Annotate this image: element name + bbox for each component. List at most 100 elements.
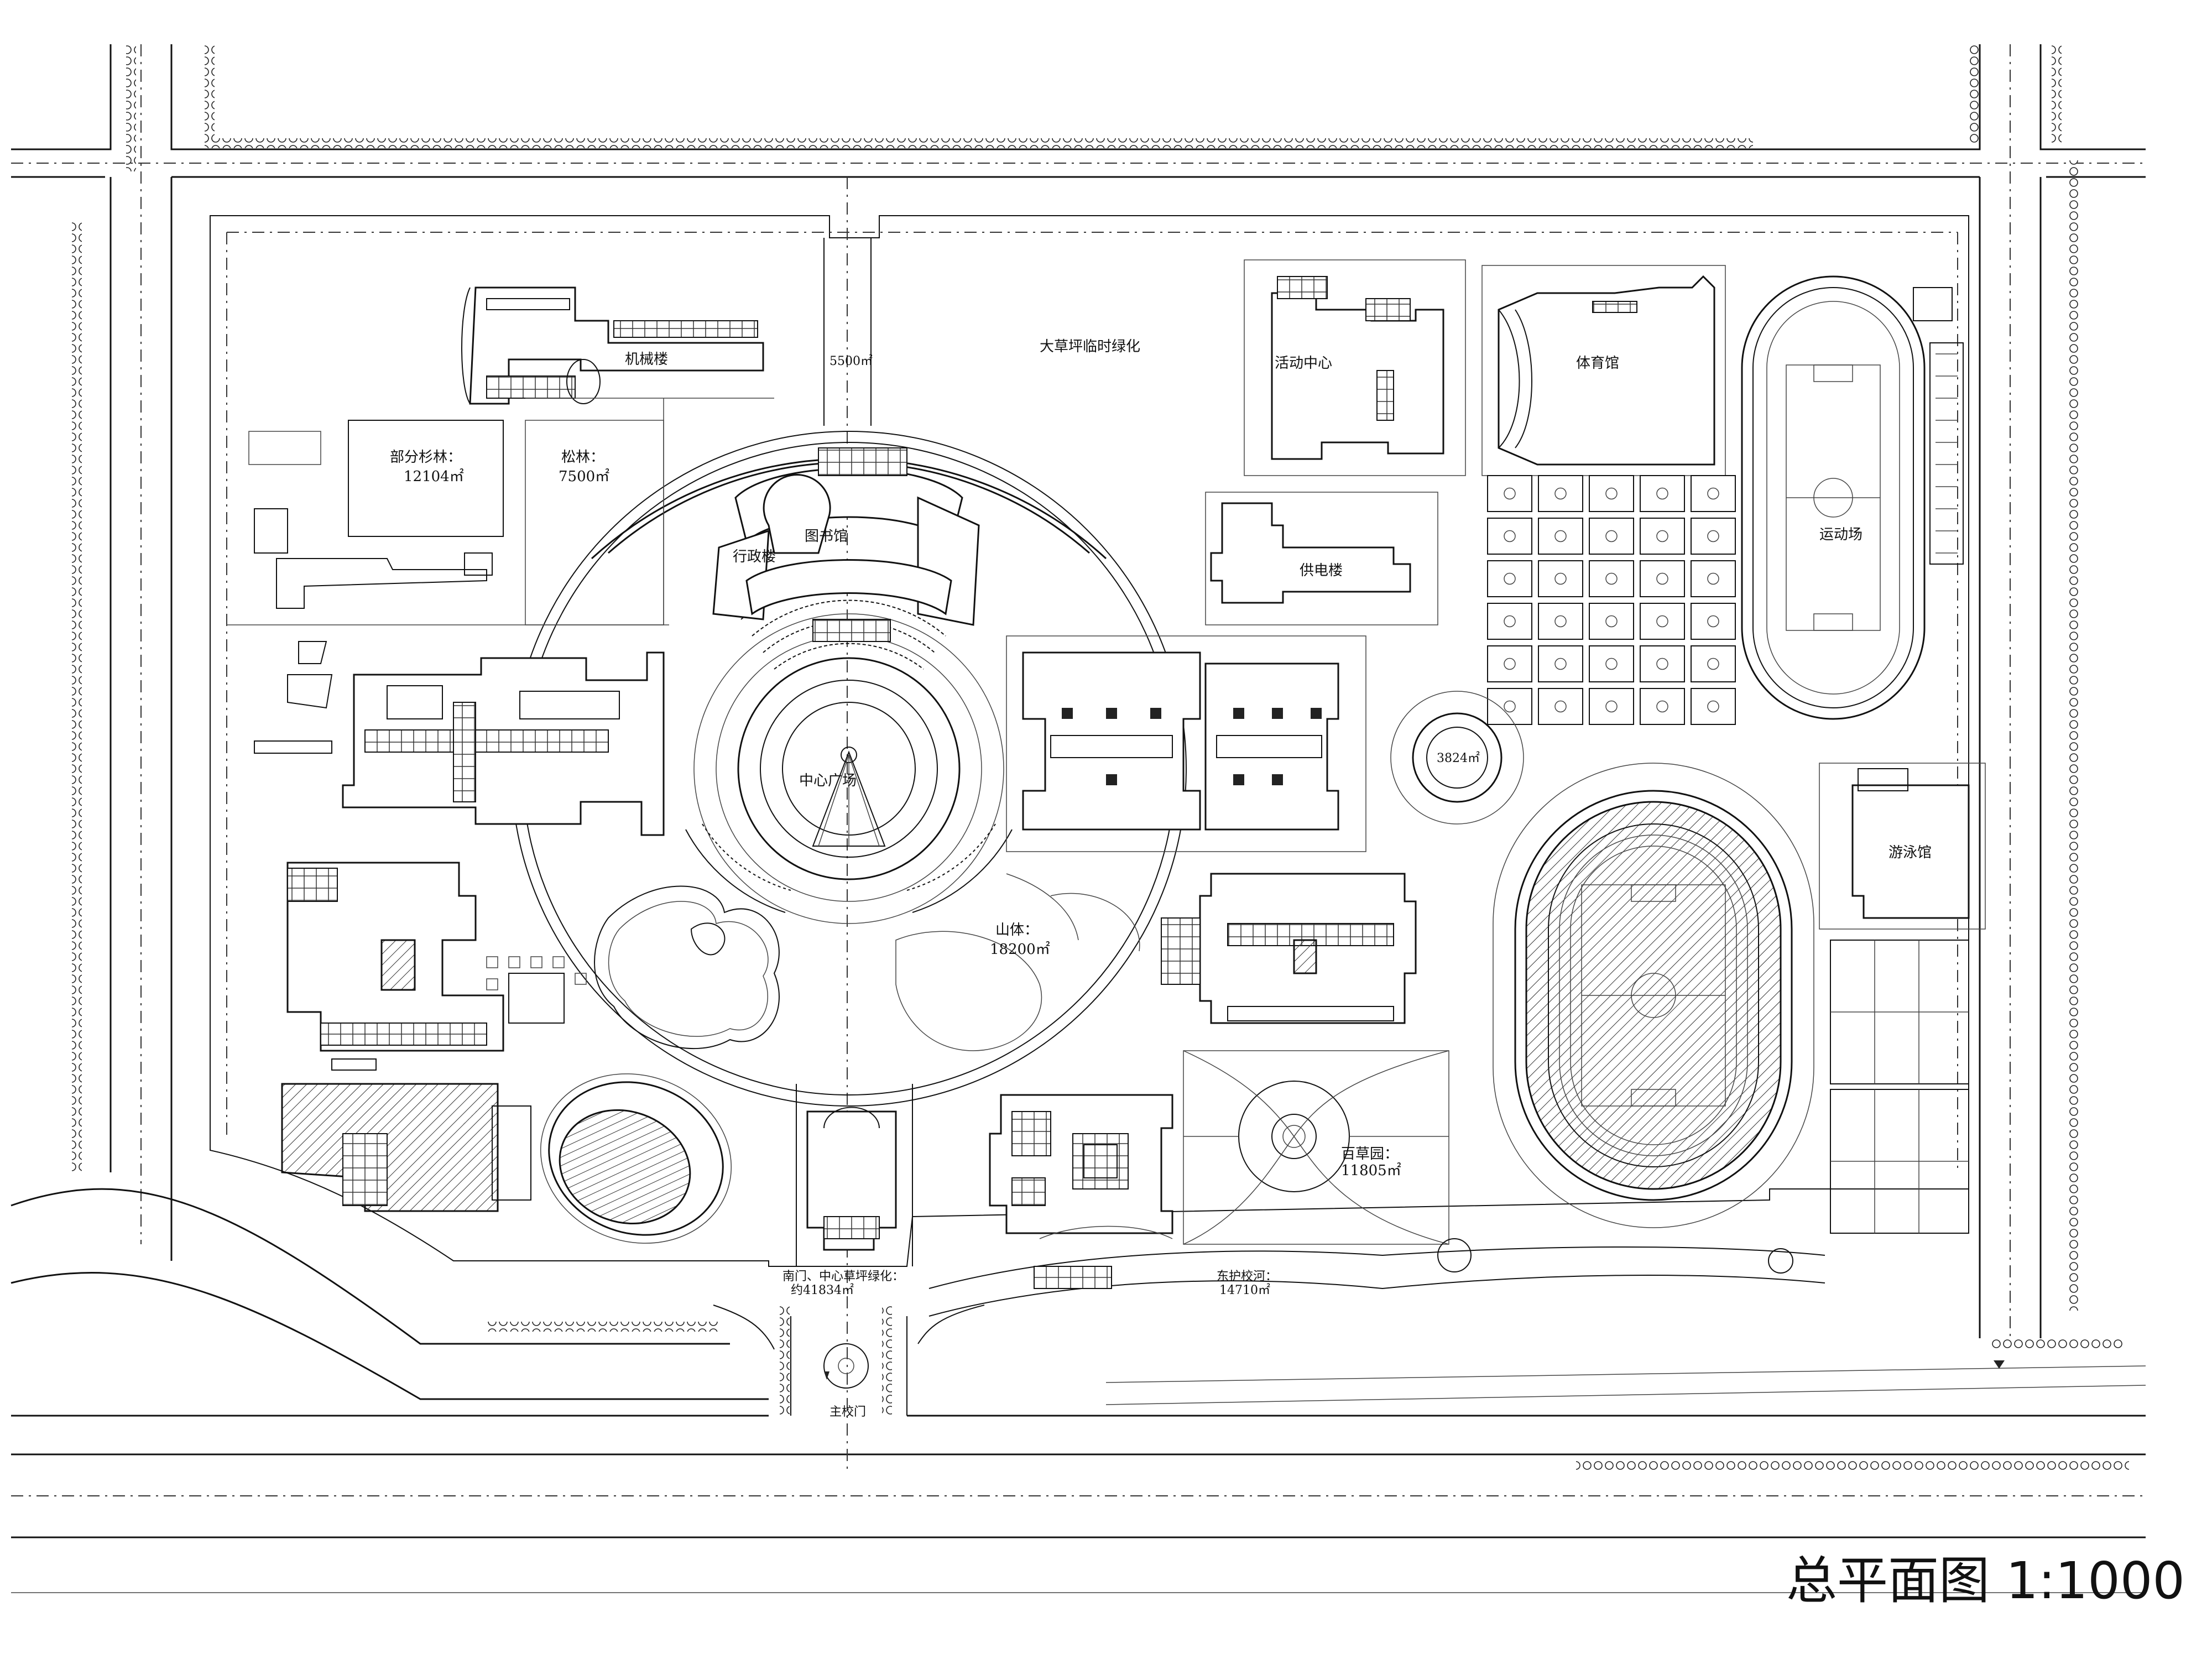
label-forest-1: 部分杉林： [390,449,462,466]
court-center-mark [1707,487,1719,500]
court-center-mark [1605,615,1618,628]
south-center-building [806,1107,897,1251]
sw-hatched-building [281,1058,531,1212]
label-central-plaza: 中心广场 [799,773,857,789]
court-center-mark [1504,487,1516,500]
roundabout [1390,691,1524,825]
court-center-mark [1504,658,1516,670]
court-center-mark [1656,658,1668,670]
small-courts [1830,940,1969,1234]
east-hill-grass [895,873,1140,1051]
court-cell [1640,518,1685,555]
court-cell [1691,645,1736,682]
street-trees [72,44,2129,1470]
court-cell [1538,645,1583,682]
label-admin: 行政楼 [733,549,776,565]
court-center-mark [1605,487,1618,500]
court-center-mark [1656,530,1668,542]
court-center-mark [1707,572,1719,585]
drawing-title: 总平面图 1:1000 [1786,1551,2185,1610]
west-teaching-building [254,641,665,836]
herb-garden [1183,1050,1449,1245]
court-center-mark [1554,658,1567,670]
pool-building [1819,763,1986,930]
label-main-gate: 主校门 [830,1405,866,1419]
court-cell [1538,603,1583,640]
court-cell [1640,475,1685,512]
supply-building [1205,492,1438,625]
court-center-mark [1554,700,1567,713]
east-river [928,1238,1825,1317]
label-activity-center: 活动中心 [1275,355,1332,372]
library-building [712,447,980,642]
label-supply: 供电楼 [1300,562,1343,579]
admin-blocks [1006,635,1366,852]
court-center-mark [1656,700,1668,713]
court-cell [1487,518,1532,555]
court-cell [1538,560,1583,597]
court-center-mark [1554,572,1567,585]
label-machinery: 机械楼 [625,351,668,368]
court-cell [1640,645,1685,682]
court-center-mark [1605,530,1618,542]
court-grid [1487,475,1736,725]
court-center-mark [1605,572,1618,585]
activity-center [1244,259,1466,476]
court-center-mark [1504,700,1516,713]
campus-boundary [210,215,1969,1267]
court-cell [1487,688,1532,725]
label-east-river-area: 14710㎡ [1219,1283,1270,1297]
court-center-mark [1707,615,1719,628]
court-cell [1487,603,1532,640]
court-cell [1640,688,1685,725]
court-cell [1640,560,1685,597]
label-library: 图书馆 [805,528,848,545]
label-south-gate-green: 南门、中心草坪绿化： [782,1270,904,1284]
court-center-mark [1707,658,1719,670]
court-cell [1589,560,1634,597]
court-center-mark [1656,615,1668,628]
sw-teaching-building [286,862,587,1052]
court-cell [1640,603,1685,640]
court-cell [1691,688,1736,725]
label-hundred-garden: 百草园： [1341,1146,1399,1162]
court-center-mark [1504,615,1516,628]
south-east-teaching-building [989,1094,1173,1239]
label-forest-1-area: 12104㎡ [404,468,464,485]
north-track [1741,275,1964,720]
court-cell [1589,518,1634,555]
outer-roads [11,44,2146,1593]
hill-area [594,885,780,1050]
court-center-mark [1656,487,1668,500]
court-cell [1538,688,1583,725]
label-forest-2-area: 7500㎡ [559,468,609,485]
court-center-mark [1656,572,1668,585]
court-cell [1487,645,1532,682]
label-sports-field: 运动场 [1819,526,1863,543]
court-cell [1589,688,1634,725]
label-hill: 山体： [995,922,1039,938]
label-south-gate-green-area: 约41834㎡ [791,1283,854,1297]
label-hundred-garden-area: 11805㎡ [1341,1162,1401,1179]
court-center-mark [1707,700,1719,713]
court-center-mark [1554,487,1567,500]
main-gate-plaza [713,1305,985,1416]
central-axis [796,177,913,1471]
court-center-mark [1504,572,1516,585]
court-cell [1589,603,1634,640]
court-cell [1691,560,1736,597]
label-east-river: 东护校河： [1217,1270,1277,1284]
court-cell [1691,603,1736,640]
plan-labels: 机械楼 大草坪临时绿化 5500㎡ 活动中心 体育馆 运动场 图书馆 行政楼 供… [390,338,1932,1419]
label-gym: 体育馆 [1576,355,1619,372]
court-cell [1589,645,1634,682]
label-roundabout-area: 3824㎡ [1437,751,1480,765]
court-center-mark [1707,530,1719,542]
nw-plots [227,398,774,625]
sw-oval-hall [540,1073,732,1244]
court-cell [1538,518,1583,555]
machinery-building [461,286,764,405]
east-teaching-building [1161,873,1417,1024]
gym-building [1481,265,1726,476]
